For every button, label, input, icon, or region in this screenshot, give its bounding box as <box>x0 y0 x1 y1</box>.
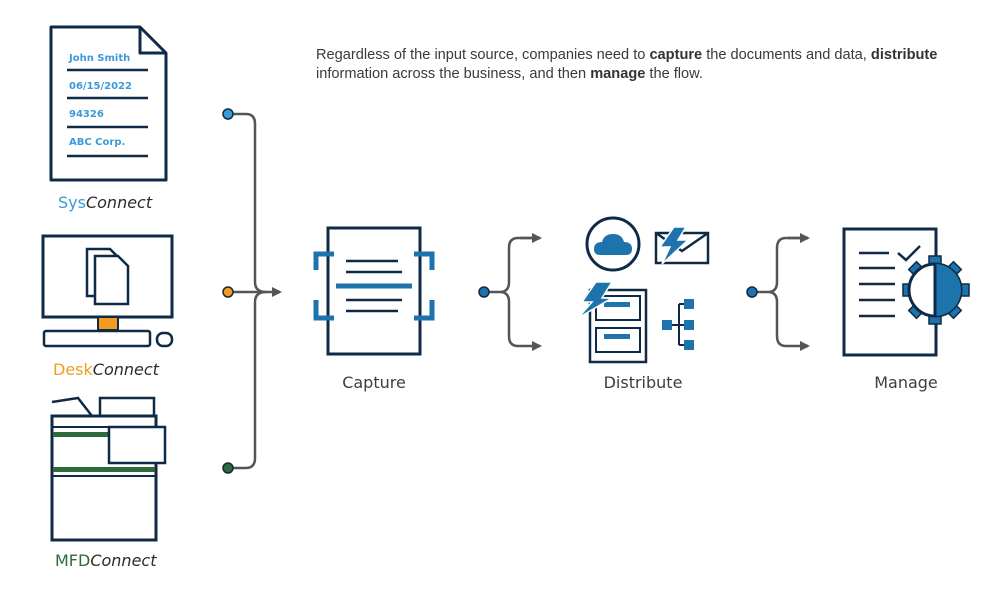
sysconnect-dot <box>222 108 234 120</box>
source-bracket <box>222 108 282 474</box>
sysconnect-brand: Sys <box>58 193 86 212</box>
capture-icon <box>313 226 435 356</box>
distribute-manage-connector <box>746 233 810 351</box>
doc-field-company: ABC Corp. <box>69 137 125 148</box>
printer-icon <box>50 396 167 542</box>
mfdconnect-dot <box>222 462 234 474</box>
sysconnect-label: SysConnect <box>58 193 153 212</box>
mfdconnect-label: MFDConnect <box>55 551 157 570</box>
cloud-icon <box>585 216 641 272</box>
desktop-computer-icon <box>41 234 174 348</box>
file-cabinet-icon <box>577 281 648 364</box>
manage-label: Manage <box>874 373 938 392</box>
deskconnect-label: DeskConnect <box>53 360 159 379</box>
doc-field-date: 06/15/2022 <box>69 81 132 92</box>
doc-field-number: 94326 <box>69 109 104 120</box>
manage-icon <box>842 227 970 357</box>
intro-text: Regardless of the input source, companie… <box>316 47 938 82</box>
capture-label: Capture <box>342 373 406 392</box>
mfdconnect-brand: MFD <box>55 551 91 570</box>
gear-icon <box>902 255 970 325</box>
document-icon: John Smith 06/15/2022 94326 ABC Corp. <box>49 25 168 182</box>
deskconnect-dot <box>222 286 234 298</box>
email-icon <box>654 226 710 265</box>
doc-field-name: John Smith <box>68 53 130 64</box>
distribute-label: Distribute <box>603 373 683 392</box>
deskconnect-brand: Desk <box>53 360 93 379</box>
distribute-icon <box>577 216 710 364</box>
hierarchy-icon <box>662 299 694 350</box>
capture-distribute-connector <box>478 233 542 351</box>
